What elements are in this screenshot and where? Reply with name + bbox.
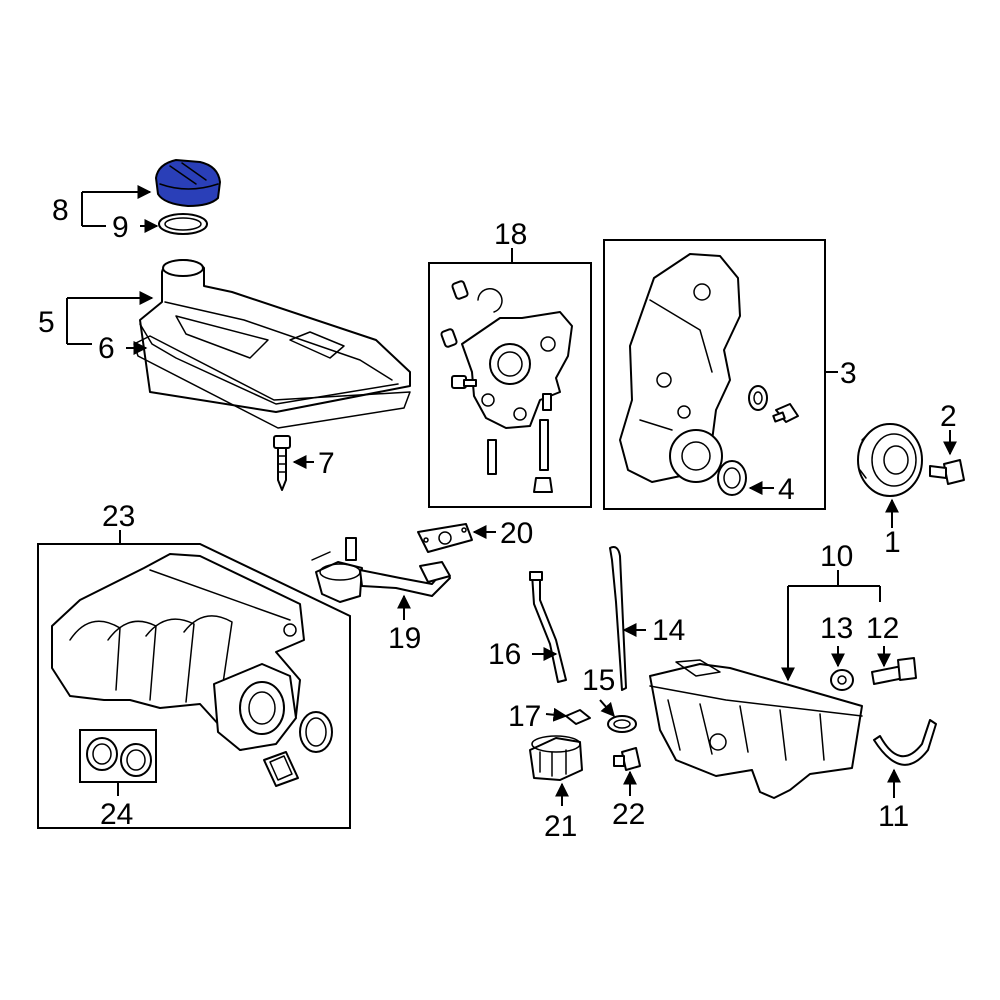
- callout-13: 13: [820, 612, 853, 645]
- valve-cover-gasket[interactable]: [133, 335, 411, 429]
- oil-filter[interactable]: [529, 735, 583, 781]
- oil-pan[interactable]: [649, 659, 863, 799]
- callout-11: 11: [878, 800, 909, 833]
- timing-chain-cover[interactable]: [619, 253, 741, 483]
- strainer-gasket[interactable]: [417, 523, 473, 553]
- callout-9: 9: [112, 211, 129, 244]
- callout-1: 1: [884, 526, 901, 559]
- callout-8: 8: [52, 194, 69, 227]
- crankshaft-pulley-bolt[interactable]: [929, 459, 965, 485]
- callout-20: 20: [500, 517, 533, 550]
- callout-17: 17: [508, 700, 541, 733]
- callout-15: 15: [582, 664, 615, 697]
- callout-24: 24: [100, 798, 133, 831]
- callout-23: 23: [102, 500, 135, 533]
- callout-22: 22: [612, 798, 645, 831]
- dipstick-tube[interactable]: [529, 571, 567, 683]
- oil-pump-small-parts[interactable]: [440, 280, 553, 493]
- oil-dipstick[interactable]: [609, 546, 627, 691]
- crankshaft-oil-seal[interactable]: [717, 460, 747, 496]
- callout-7: 7: [318, 447, 335, 480]
- oil-pan-seal[interactable]: [873, 719, 937, 766]
- callout-6: 6: [98, 332, 115, 365]
- callout-21: 21: [544, 810, 577, 843]
- oil-pan-washer[interactable]: [830, 669, 854, 691]
- throttle-body-gaskets[interactable]: [263, 711, 333, 787]
- intake-manifold-group-box: [37, 543, 351, 829]
- oil-strainer[interactable]: [311, 537, 451, 603]
- valve-cover[interactable]: [139, 259, 411, 413]
- callout-12: 12: [866, 612, 899, 645]
- intake-manifold-gaskets[interactable]: [86, 737, 152, 777]
- leader-lines: [66, 185, 957, 806]
- callout-19: 19: [388, 622, 421, 655]
- callout-3: 3: [840, 357, 857, 390]
- drain-plug-washer[interactable]: [607, 715, 637, 733]
- callout-18: 18: [494, 218, 527, 251]
- timing-cover-group-box: [603, 239, 826, 510]
- oil-drain-plug[interactable]: [613, 747, 641, 771]
- oil-pan-bolt[interactable]: [871, 657, 917, 685]
- callout-2: 2: [940, 400, 957, 433]
- callout-10: 10: [820, 540, 853, 573]
- callout-5: 5: [38, 306, 55, 339]
- filler-cap-seal[interactable]: [158, 213, 208, 235]
- oil-pump[interactable]: [461, 311, 573, 429]
- cover-washer-and-bolt[interactable]: [748, 385, 799, 423]
- oil-pump-group-box: [428, 262, 592, 508]
- callout-16: 16: [488, 638, 521, 671]
- callout-14: 14: [652, 614, 685, 647]
- callout-labels: 8 9 5 6 7 18 3 4 2 1 20 19 16 14 15 17 2…: [38, 194, 957, 843]
- oil-filler-cap-body: [155, 159, 221, 207]
- oil-filler-cap[interactable]: [155, 159, 221, 207]
- crankshaft-pulley[interactable]: [857, 423, 923, 497]
- throttle-body[interactable]: [213, 663, 297, 751]
- callout-4: 4: [778, 473, 795, 506]
- dipstick-tube-o-ring[interactable]: [565, 709, 591, 725]
- valve-cover-bolt[interactable]: [273, 435, 291, 491]
